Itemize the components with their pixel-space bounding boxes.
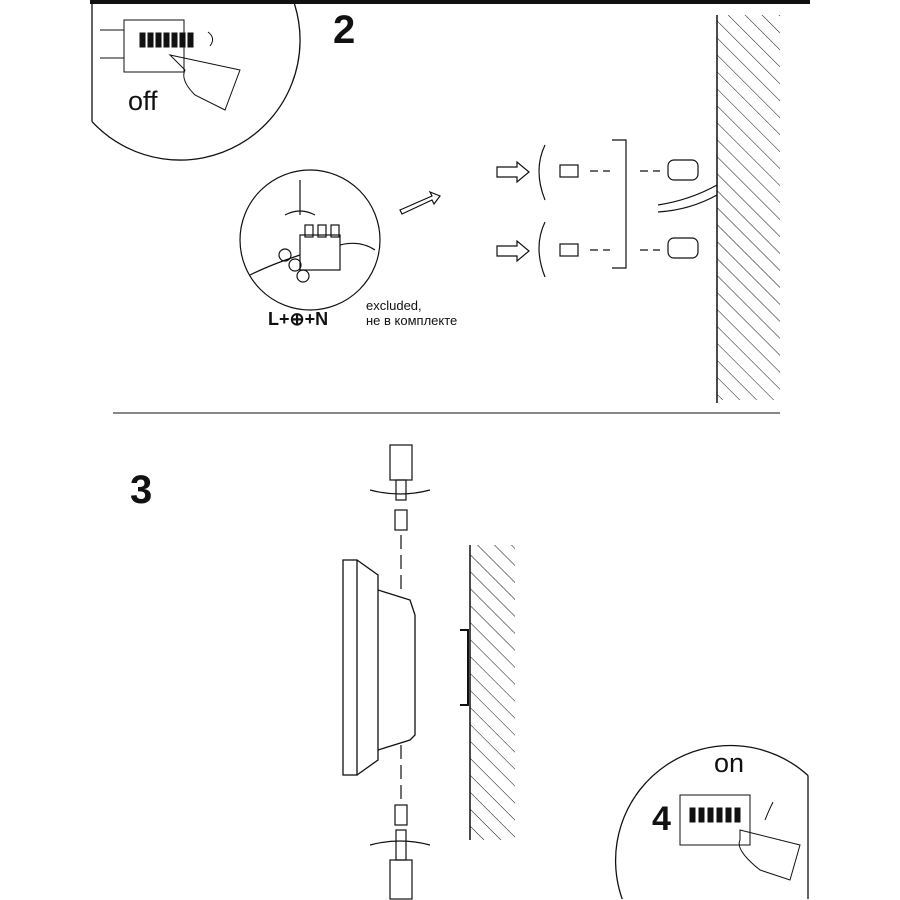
screwdriver-top-icon — [369, 444, 431, 590]
wall-hatch — [717, 15, 780, 400]
screwdriver-bottom-icon — [369, 745, 431, 900]
excluded-ru: не в комплекте — [366, 313, 458, 328]
step-2-number: 2 — [333, 8, 356, 52]
step-3-number: 3 — [130, 468, 153, 512]
top-border — [90, 0, 810, 4]
breaker-on-inset — [615, 744, 809, 900]
off-label: off — [128, 86, 158, 116]
excluded-note: excluded, не в комплекте — [366, 298, 457, 328]
wall-hatch-step3 — [470, 545, 515, 840]
step-4-number: 4 — [652, 800, 671, 838]
breaker-panel-on-icon — [679, 794, 801, 881]
wiring-inset — [239, 169, 381, 311]
wiring-label: L+⊕+N — [268, 309, 329, 329]
mounting-bracket — [460, 629, 469, 706]
lamp-side-view — [342, 559, 416, 776]
breaker-panel-icon — [100, 19, 241, 111]
on-label: on — [714, 748, 745, 778]
screw-anchor-assembly — [496, 139, 718, 278]
breaker-off-inset — [91, 0, 301, 161]
excluded-en: excluded, — [366, 298, 422, 313]
direction-arrow-icon — [399, 190, 441, 215]
